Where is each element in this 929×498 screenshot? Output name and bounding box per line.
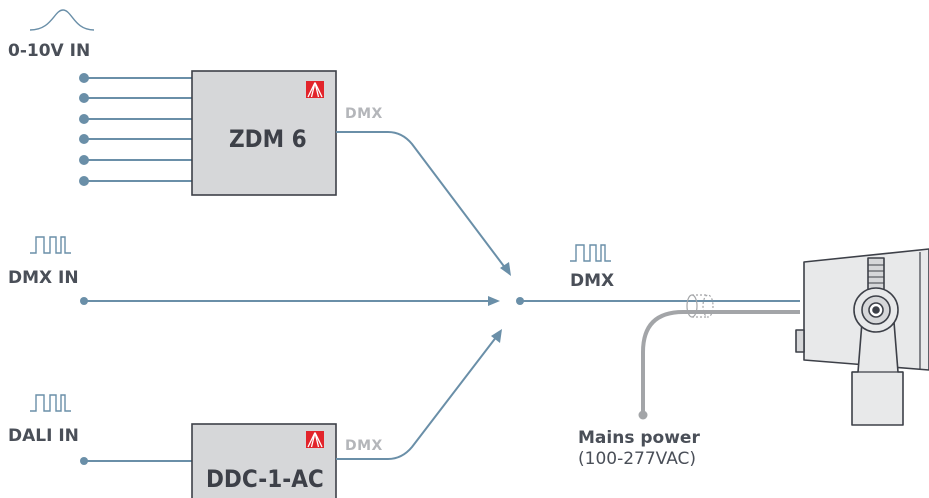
ddc-output-label: DMX bbox=[345, 438, 383, 454]
dmx-input-label: DMX IN bbox=[8, 268, 79, 288]
dali-input-label: DALI IN bbox=[8, 426, 79, 446]
square-pulse-icon bbox=[30, 236, 71, 254]
output-dmx-label: DMX bbox=[570, 271, 615, 291]
analog-input-label: 0-10V IN bbox=[8, 41, 91, 61]
sine-wave-icon bbox=[29, 9, 95, 31]
pyramid-logo-icon bbox=[306, 81, 324, 98]
zdm-output-label: DMX bbox=[345, 106, 383, 122]
pyramid-logo-icon bbox=[306, 431, 324, 448]
zdm-dmx-output-line bbox=[336, 131, 511, 276]
zdm-device-title: ZDM 6 bbox=[229, 125, 307, 153]
square-pulse-icon bbox=[570, 244, 611, 262]
ddc-device-title: DDC-1-AC bbox=[206, 465, 324, 493]
cable-sleeve-icon bbox=[686, 294, 714, 318]
dali-input-line bbox=[80, 457, 192, 465]
mains-power-cable bbox=[638, 310, 800, 420]
dmx-input-line bbox=[80, 296, 500, 306]
mains-power-title: Mains power bbox=[578, 428, 700, 448]
mains-power-spec: (100-277VAC) bbox=[578, 449, 697, 470]
mains-power-label: Mains power (100-277VAC) bbox=[578, 428, 700, 471]
square-pulse-icon bbox=[30, 394, 71, 412]
ddc-dmx-output-line bbox=[336, 329, 502, 460]
floodlight-fixture-icon bbox=[795, 248, 929, 426]
analog-input-lines bbox=[79, 73, 192, 186]
